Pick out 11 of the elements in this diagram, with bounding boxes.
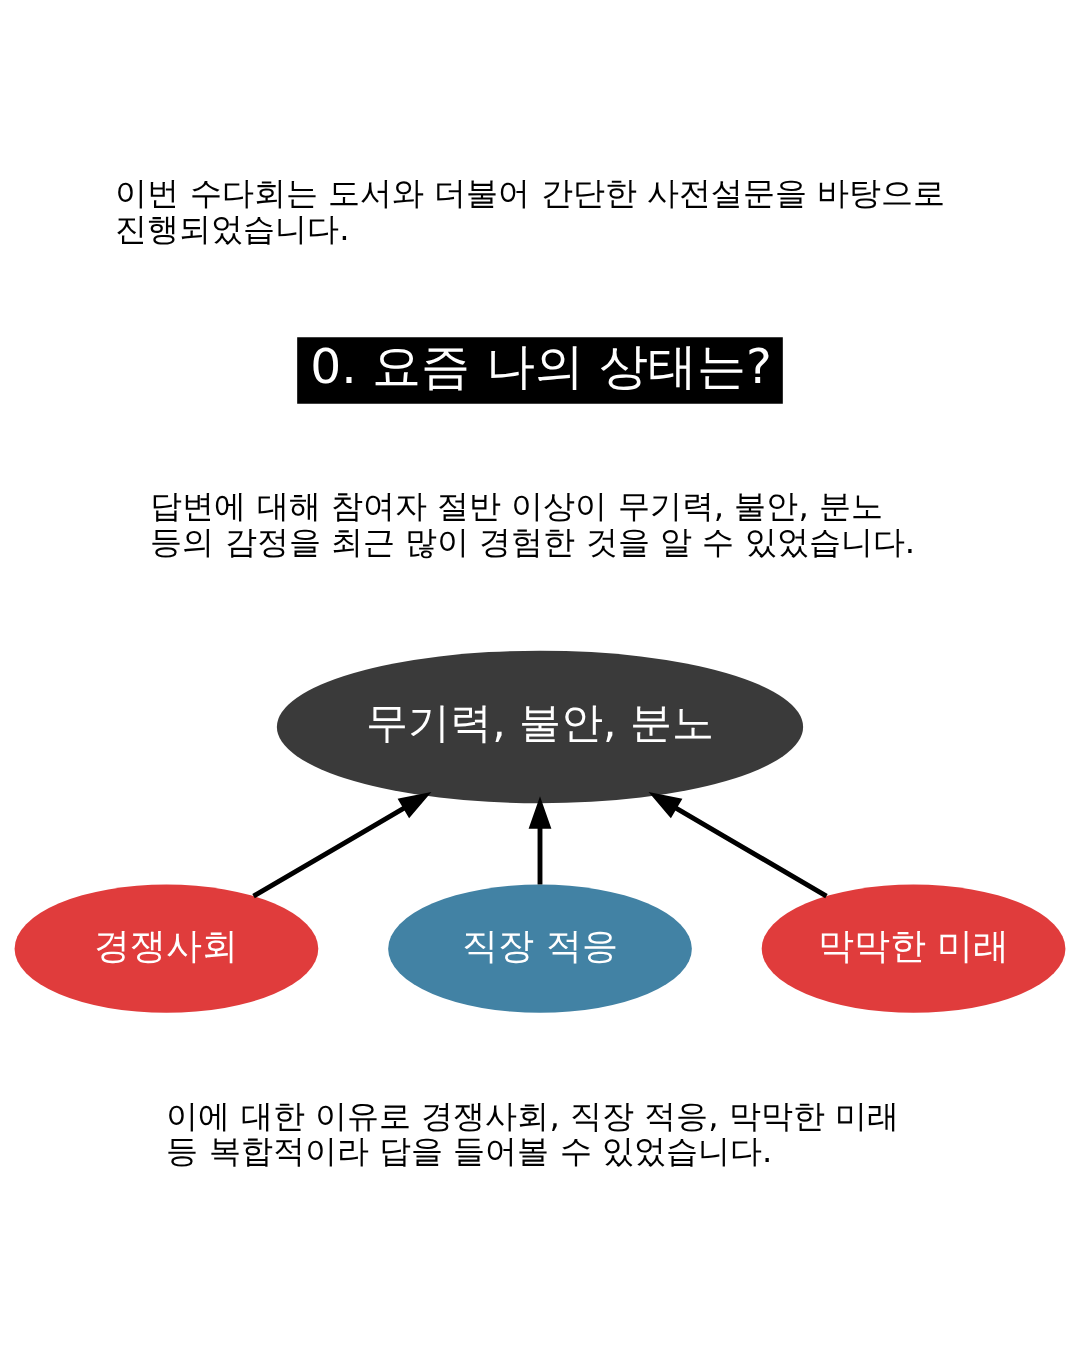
arrow xyxy=(528,796,552,885)
node-ellipse: 직장 적응 xyxy=(388,884,692,1013)
arrow xyxy=(648,792,828,899)
label: 이에 대한 이유로 경쟁사회, 직장 적응, 막막한 미래 등 복합적이라 답을 들어볼 수 있었습니다. xyxy=(166,1096,900,1171)
label: 0. 요즘 나의 상태는? xyxy=(310,337,772,394)
node-ellipse: 경쟁사회 xyxy=(14,884,319,1013)
node-ellipse: 막막한 미래 xyxy=(761,884,1066,1013)
arrow xyxy=(252,792,432,899)
node-ellipse: 무기력, 불안, 분노 xyxy=(276,650,804,804)
label: 이번 수다회는 도서와 더불어 간단한 사전설문을 바탕으로 진행되었습니다. xyxy=(115,173,946,248)
label: 답변에 대해 참여자 절반 이상이 무기력, 불안, 분노 등의 감정을 최근 많이 경험한 것을 알 수 있었습니다. xyxy=(150,487,916,562)
